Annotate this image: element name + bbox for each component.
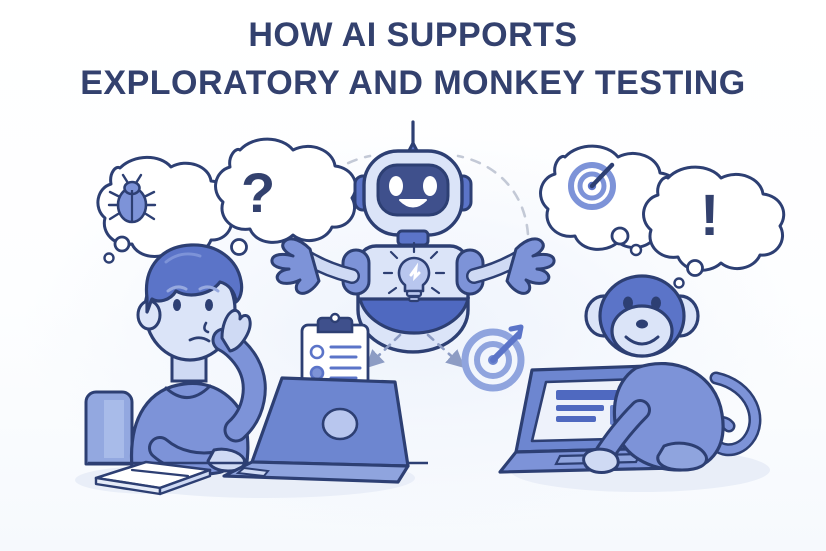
checklist-lines <box>329 345 362 380</box>
arc-robot-to-right-bubbles <box>456 154 530 254</box>
pen <box>130 468 190 478</box>
page-title: HOW AI SUPPORTS EXPLORATORY AND MONKEY T… <box>0 18 826 100</box>
bug-icon <box>107 173 157 224</box>
tester-person <box>129 243 267 476</box>
tester-nose <box>203 321 210 334</box>
clipboard-clip-ring <box>329 312 341 324</box>
arrow-robot-to-target <box>426 333 465 369</box>
monkey-character <box>582 274 762 474</box>
tester-hand-chin <box>220 308 252 353</box>
clipboard-clip <box>316 316 354 334</box>
bubble-dot-large <box>610 226 630 246</box>
target-goal-icon <box>461 324 525 392</box>
monkey-hand <box>582 447 620 474</box>
robot-hand-right <box>505 237 556 295</box>
laptop-left-base <box>222 460 410 484</box>
target-icon <box>568 162 616 210</box>
laptop-left <box>222 376 410 484</box>
robot-lightbulb-icon <box>382 241 446 303</box>
tester-face <box>166 285 220 343</box>
robot-eye-right <box>423 176 437 196</box>
title-line-2: EXPLORATORY AND MONKEY TESTING <box>80 64 746 102</box>
robot-eye-left <box>389 176 403 196</box>
tester-eye-left <box>173 299 181 311</box>
monkey-nose <box>636 319 648 329</box>
monkey-foot <box>656 441 708 472</box>
bubble-dot-small <box>629 243 643 257</box>
robot-lower-torso <box>357 297 471 335</box>
monkey-muzzle <box>610 304 674 358</box>
monkey-eye-left <box>623 296 633 310</box>
question-mark-icon: ? <box>241 161 275 224</box>
laptop-left-logo <box>321 407 359 441</box>
robot-hand-left <box>270 237 321 295</box>
ai-robot <box>270 120 556 354</box>
thought-bubble-question: ? <box>214 137 358 269</box>
thought-bubble-bug <box>96 155 234 264</box>
bubble-dot-large <box>230 238 248 256</box>
tester-eye-right <box>205 299 213 311</box>
title-line-1: HOW AI SUPPORTS <box>248 16 578 54</box>
office-chair <box>84 390 134 466</box>
tester-collar <box>164 384 212 399</box>
bubble-dot-small <box>103 252 115 264</box>
monkey-mouth <box>624 335 660 346</box>
bubble-dot-large <box>113 235 131 253</box>
tester-hair <box>144 243 244 314</box>
robot-arm-left <box>270 237 371 296</box>
notebook-on-desk <box>94 460 212 496</box>
thought-bubble-exclamation: ! <box>642 165 786 289</box>
monkey-eye-right <box>651 296 661 310</box>
robot-arm-right <box>455 237 556 296</box>
arrow-robot-to-clipboard <box>365 333 402 369</box>
bubble-dot-large <box>686 259 704 277</box>
bubble-dot-small <box>673 277 685 289</box>
tester-mouth <box>188 336 211 343</box>
connector-arrows <box>365 333 465 369</box>
checklist-bullet-2 <box>309 365 325 381</box>
exclamation-mark-icon: ! <box>700 183 719 248</box>
checklist-bullet-1 <box>309 344 325 360</box>
robot-mouth <box>399 199 427 208</box>
